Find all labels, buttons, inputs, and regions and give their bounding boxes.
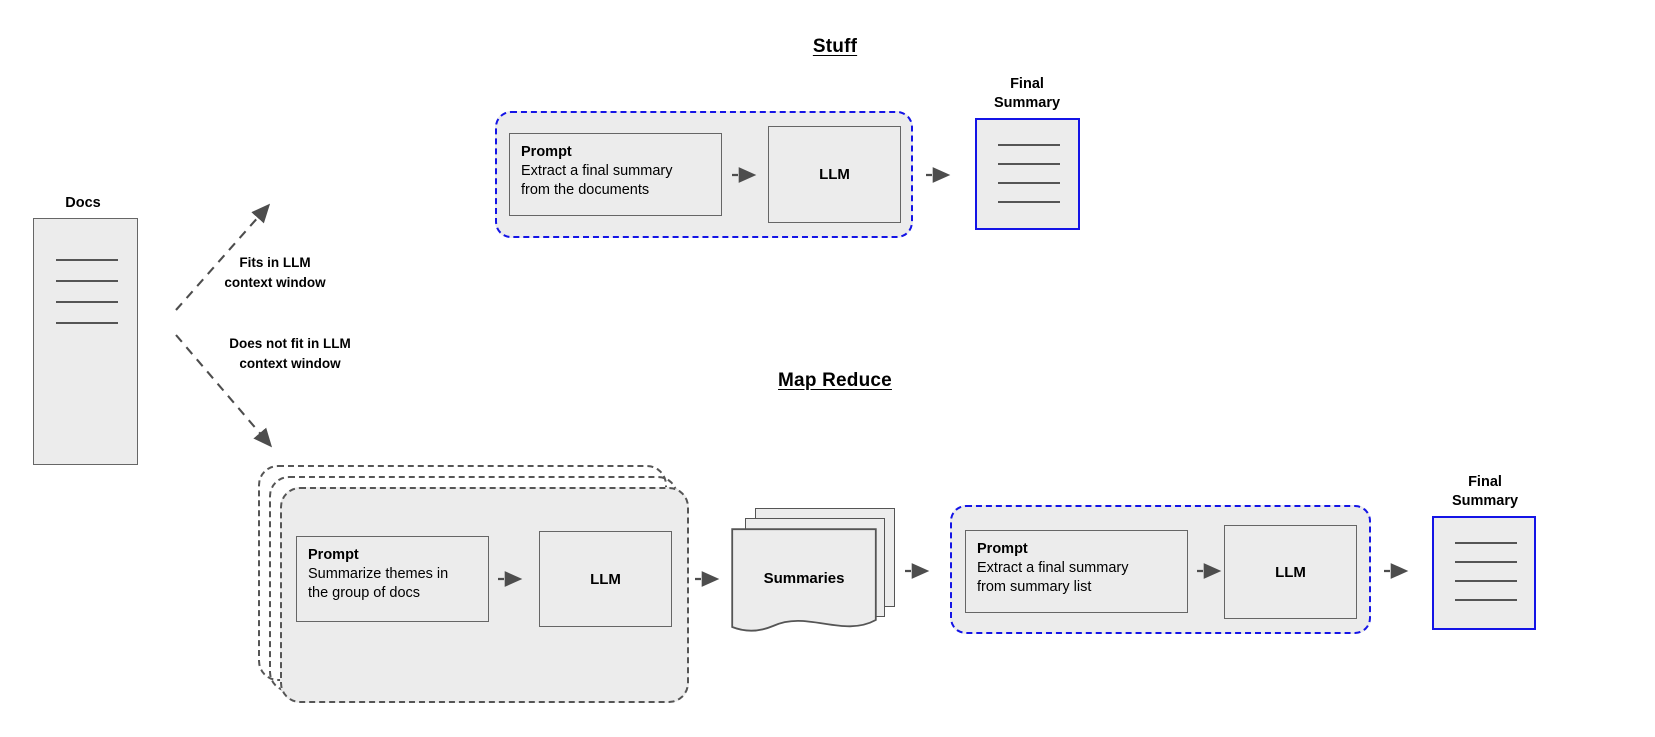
stuff-final-summary-label: Final Summary [966, 75, 1088, 113]
stuff-arrow-llm-to-final [926, 167, 951, 183]
map-prompt-body-line2: the group of docs [308, 585, 421, 602]
stuff-prompt-title: Prompt [521, 144, 572, 160]
docs-line-4 [56, 322, 118, 324]
branch-arrows [175, 203, 273, 448]
reduce-prompt-box: Prompt Extract a final summary from summ… [965, 530, 1188, 613]
stuff-final-line-4 [998, 201, 1060, 203]
stuff-arrow-prompt-to-llm [732, 167, 757, 183]
branch-label-fits-line2: context window [224, 274, 326, 290]
reduce-final-summary-label: Final Summary [1424, 473, 1546, 511]
summaries-label: Summaries [763, 570, 845, 587]
reduce-prompt-body-line2: from summary list [977, 579, 1092, 596]
reduce-prompt-body-line1: Extract a final summary [977, 560, 1129, 577]
reduce-prompt-title: Prompt [977, 541, 1028, 557]
reduce-final-summary-box [1432, 516, 1536, 630]
branch-label-not-fits-line1: Does not fit in LLM [229, 336, 351, 351]
branch-label-not-fits-line2: context window [239, 355, 341, 371]
reduce-llm-box: LLM [1224, 525, 1357, 619]
map-arrow-llm-to-summaries [695, 571, 720, 587]
reduce-final-line-2 [1455, 561, 1517, 563]
stuff-final-summary-label-line2: Summary [993, 94, 1061, 111]
reduce-final-line-1 [1455, 542, 1517, 544]
map-prompt-title: Prompt [308, 547, 359, 563]
reduce-arrow-prompt-to-llm [1197, 563, 1222, 579]
reduce-final-line-3 [1455, 580, 1517, 582]
stuff-llm-box: LLM [768, 126, 901, 223]
docs-line-3 [56, 301, 118, 303]
stuff-prompt-body-line2: from the documents [521, 182, 650, 199]
map-llm-box: LLM [539, 531, 672, 627]
docs-label: Docs [65, 195, 101, 211]
map-prompt-box: Prompt Summarize themes in the group of … [296, 536, 489, 622]
stuff-prompt-box: Prompt Extract a final summary from the … [509, 133, 722, 216]
stuff-final-summary-box [975, 118, 1080, 230]
docs-box [33, 218, 138, 465]
stuff-final-line-1 [998, 144, 1060, 146]
map-prompt-body-line1: Summarize themes in [308, 566, 449, 583]
reduce-arrow-summaries-to-group [905, 563, 930, 579]
docs-line-2 [56, 280, 118, 282]
branch-label-fits-line1: Fits in LLM [239, 255, 311, 270]
map-llm-label: LLM [590, 570, 621, 588]
map-reduce-title: Map Reduce [778, 370, 892, 391]
stuff-final-summary-label-line1: Final [1010, 76, 1044, 92]
reduce-final-summary-label-line2: Summary [1451, 492, 1519, 509]
stuff-prompt-body-line1: Extract a final summary [521, 163, 673, 180]
stuff-llm-label: LLM [819, 166, 850, 183]
reduce-final-line-4 [1455, 599, 1517, 601]
stuff-final-line-2 [998, 163, 1060, 165]
reduce-arrow-llm-to-final [1384, 563, 1409, 579]
reduce-final-summary-label-line1: Final [1468, 474, 1502, 490]
branch-label-fits: Fits in LLM context window [180, 253, 370, 292]
reduce-llm-label: LLM [1275, 563, 1306, 581]
summaries-sheet-front [731, 528, 877, 632]
map-arrow-prompt-to-llm [498, 571, 523, 587]
branch-label-not-fits: Does not fit in LLM context window [192, 334, 388, 373]
docs-line-1 [56, 259, 118, 261]
stuff-final-line-3 [998, 182, 1060, 184]
stuff-title: Stuff [812, 36, 858, 57]
